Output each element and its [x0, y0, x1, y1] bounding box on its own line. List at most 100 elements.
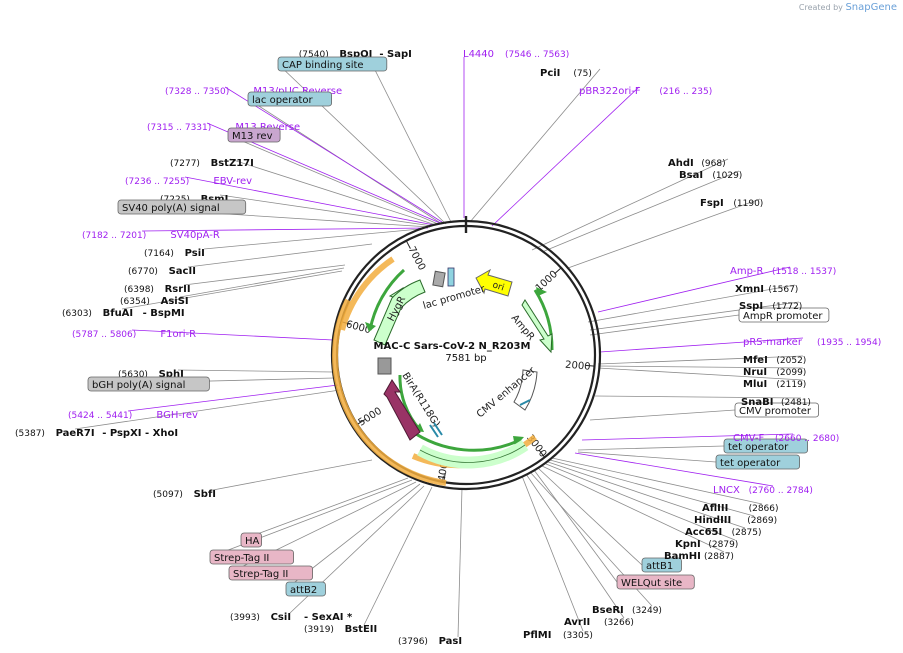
primer-leader-line: [491, 86, 640, 227]
label-bghrev: (5424 .. 5441)BGH-rev: [68, 410, 198, 421]
enzyme-name: MluI: [743, 379, 767, 390]
enzyme-name: SphI: [159, 369, 184, 380]
label-afliii: AflIII(2866): [702, 503, 779, 514]
enzyme-name: MfeI: [743, 355, 768, 366]
enzyme-position: (6398): [124, 285, 154, 295]
enzyme-position: (2099): [776, 368, 806, 378]
leader-line: [212, 459, 373, 491]
label-strep2: Strep-Tag II: [228, 565, 313, 581]
feature-box-label: bGH poly(A) signal: [92, 380, 185, 391]
label-kpni: KpnI(2879): [675, 539, 738, 550]
primer-leader-line: [597, 266, 791, 313]
enzyme-position: (5387): [15, 429, 45, 439]
label-bsteii: (3919)BstEII: [304, 624, 377, 635]
small-feature-bar-2: [433, 422, 443, 436]
leader-line: [587, 284, 796, 323]
enzyme-position: (3266): [604, 618, 634, 628]
leader-line: [227, 134, 439, 225]
bira-arrow: [383, 379, 421, 441]
label-bseri: BseRI(3249): [592, 605, 662, 616]
leader-line: [363, 486, 433, 626]
enzyme-position: (1567): [768, 285, 798, 295]
primer-leader-line: [574, 452, 774, 487]
primer-leader-lines: [127, 57, 804, 487]
feature-box: [616, 574, 695, 590]
primer-leader-line: [131, 329, 334, 341]
label-ha: HA: [240, 532, 263, 548]
label-xmni: XmnI (1567): [735, 284, 798, 295]
enzyme-position: (2052): [776, 356, 806, 366]
label-ampprom: AmpR promoter: [738, 307, 830, 323]
primer-range: (7328 .. 7350): [165, 87, 229, 97]
label-sspi: SspI(1772): [739, 301, 802, 312]
leader-line: [277, 63, 447, 225]
leader-line: [597, 365, 804, 369]
enzyme-name: AvrII: [564, 617, 590, 628]
leader-line: [533, 469, 618, 583]
enzyme-position: (75): [573, 69, 591, 79]
leader-line: [537, 467, 643, 566]
feature-box: [723, 438, 808, 454]
feature-box: [209, 549, 294, 565]
orange-feature-arc-left: [332, 298, 447, 486]
leader-line: [577, 451, 717, 463]
enzyme-name: SacII: [169, 266, 196, 277]
leader-line: [74, 389, 341, 430]
leader-line: [179, 267, 345, 298]
label-sv40pa: SV40 poly(A) signal: [117, 199, 247, 215]
feature-box: [277, 56, 388, 72]
leader-line: [577, 445, 725, 451]
label-l4440: L4440(7546 .. 7563): [463, 49, 569, 60]
leader-line: [551, 457, 763, 505]
feature-box-label: SV40 poly(A) signal: [122, 203, 220, 214]
enzyme-name: BstZ17I: [211, 158, 254, 169]
leader-line: [457, 487, 463, 638]
green-orf-arrowhead-2: [536, 287, 547, 296]
enzyme-name: XmnI: [735, 284, 764, 295]
feature-box-label: AmpR promoter: [743, 311, 823, 322]
label-m13revbox: M13 rev: [227, 127, 281, 143]
small-feature-bar-3: [519, 399, 531, 406]
leader-line: [469, 68, 601, 223]
feature-box-label: Strep-Tag II: [233, 569, 288, 580]
primer-range: (7315 .. 7331): [147, 123, 211, 133]
label-bamhi: BamHI(2887): [664, 551, 734, 562]
label-psii: (7164)PsiI: [144, 248, 205, 259]
feature-box-label: WELQut site: [621, 578, 682, 589]
enzyme-name: BsmI: [201, 194, 229, 205]
leader-line: [521, 475, 584, 632]
enzyme-name: BamHI: [664, 551, 701, 562]
enzyme-position: (2869): [747, 516, 777, 526]
enzyme-name: PciI: [540, 68, 560, 79]
feature-box-label: tet operator: [728, 442, 789, 453]
lac-promoter-label: lac promoter: [422, 283, 487, 311]
leader-line: [589, 409, 736, 421]
feature-box-label: HA: [245, 536, 260, 547]
tick-mark: [405, 240, 411, 249]
primer-range: (5787 .. 5806): [72, 330, 136, 340]
primer-leader-line: [224, 86, 443, 223]
leader-line: [219, 194, 433, 227]
light-green-feature-band-outline: [419, 444, 526, 463]
primer-name: EBV-rev: [213, 176, 252, 187]
label-mlui: MluI(2119): [743, 379, 806, 390]
primer-name: Amp-R: [730, 266, 764, 277]
ori-label: ori: [491, 280, 505, 293]
enzyme-position: (2887): [704, 552, 734, 562]
enzyme-position: (7540): [299, 50, 329, 60]
enzyme-name: KpnI: [675, 539, 701, 550]
primer-range: (2660 .. 2680): [775, 434, 839, 444]
leader-line: [364, 49, 452, 223]
enzyme-extra: - SapI: [379, 49, 411, 60]
label-lacop: lac operator: [247, 91, 332, 107]
leader-line: [531, 158, 729, 251]
enzyme-extra: - BspMI: [143, 308, 185, 319]
enzyme-name: BfuAI: [103, 308, 134, 319]
leader-line: [547, 461, 746, 529]
label-bstz17i: (7277)BstZ17I: [170, 158, 254, 169]
primer-range: (1518 .. 1537): [772, 267, 836, 277]
enzyme-position: (3305): [563, 631, 593, 641]
leader-lines: [74, 49, 804, 638]
